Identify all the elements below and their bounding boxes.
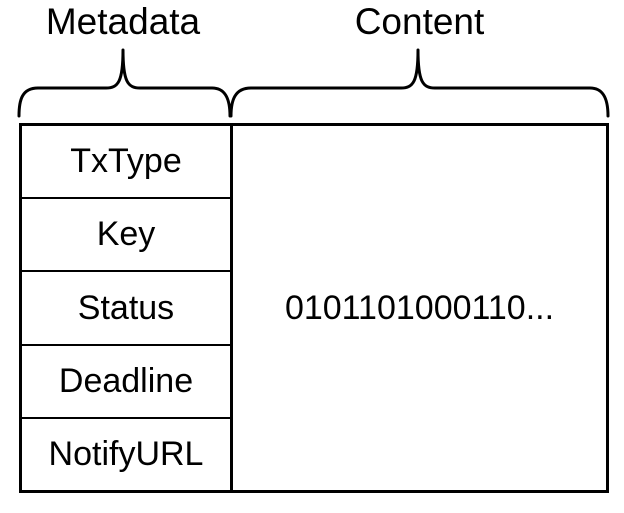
metadata-heading: Metadata: [45, 1, 201, 42]
content-cell: 0101101000110...: [284, 288, 555, 327]
field-notifyurl: NotifyURL: [48, 434, 204, 473]
content-bracket: [229, 48, 610, 118]
packet-frame: TxType Key Status Deadline NotifyURL 010…: [19, 123, 609, 493]
field-deadline: Deadline: [22, 346, 230, 419]
content-heading: Content: [354, 1, 485, 42]
metadata-bracket: [17, 48, 232, 118]
metadata-column: TxType Key Status Deadline NotifyURL: [22, 126, 233, 490]
field-key: Key: [22, 199, 230, 273]
field-txtype: TxType: [22, 126, 230, 200]
field-status: Status: [22, 272, 230, 346]
